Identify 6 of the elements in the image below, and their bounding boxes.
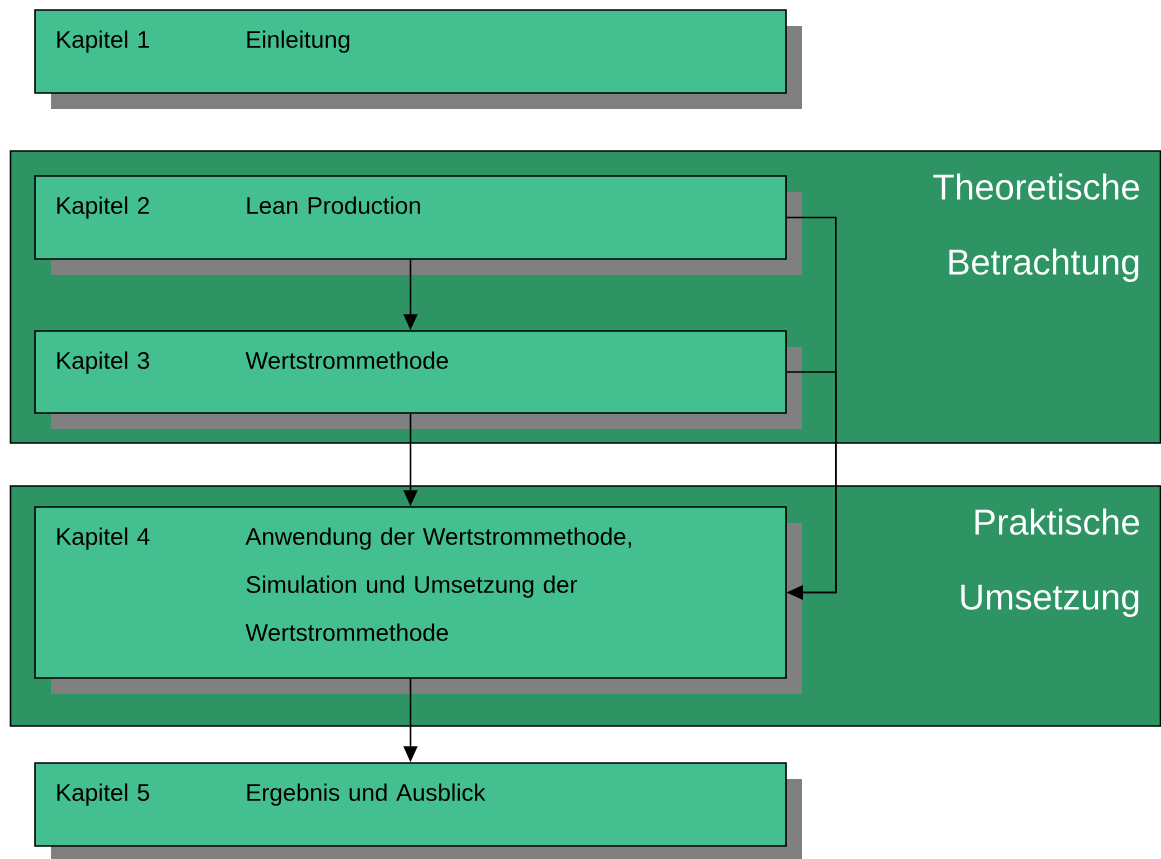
chapter-box: Kapitel 4 Anwendung der Wertstrommethode, Simulation und Umsetzung der Wertstrommethode	[34, 506, 802, 694]
chapter-box: Kapitel 1 Einleitung	[34, 9, 802, 109]
chapter-box: Kapitel 2 Lean Production	[34, 175, 802, 275]
arrow	[786, 371, 837, 600]
chapter-box: Kapitel 5 Ergebnis und Ausblick	[34, 762, 802, 859]
chapter-box: Kapitel 3 Wertstrommethode	[34, 330, 802, 429]
